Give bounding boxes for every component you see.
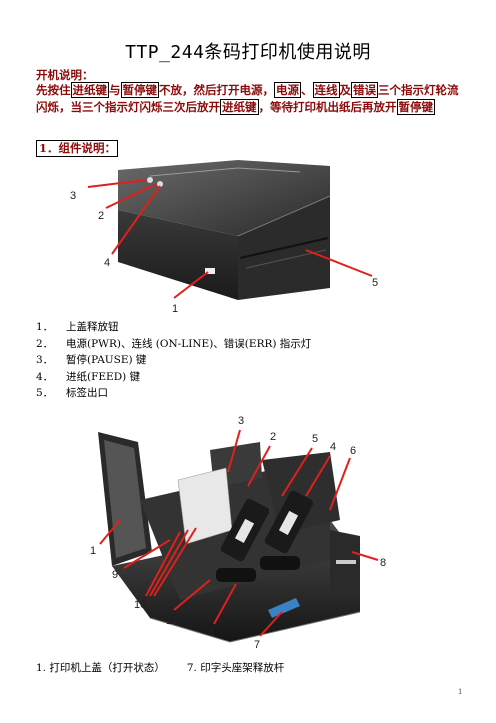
online-led-label: 连线 [312, 82, 340, 98]
pause-key-label-2: 暂停键 [396, 99, 435, 115]
legend-item-lid: 1. 打印机上盖（打开状态） [36, 662, 165, 674]
callout-2: 2 [98, 210, 104, 222]
feed-key-label: 进纸键 [70, 82, 109, 98]
list-item: 3．暂停(PAUSE) 键 [36, 354, 147, 366]
boot-text: 先按住 [36, 83, 71, 97]
page-title: TTP_244条码打印机使用说明 [0, 38, 496, 64]
title-model: TTP_244 [125, 42, 205, 63]
list-item: 4．进纸(FEED) 键 [36, 370, 141, 383]
boot-text: 、 [301, 83, 313, 97]
callout-1: 1 [172, 303, 178, 315]
boot-text: 及 [339, 83, 352, 97]
callout-3: 3 [70, 190, 76, 202]
feed-key-label-2: 进纸键 [220, 99, 259, 115]
power-led-label: 电源 [274, 82, 301, 98]
boot-instructions: 先按住进纸键与暂停键不放，然后打开电源，电源、连线及错误三个指示灯轮流闪烁，当三… [36, 82, 466, 116]
callout-6: 6 [350, 445, 356, 457]
callout-11: 11 [166, 615, 177, 627]
callout-3: 3 [238, 415, 244, 427]
title-text: 条码打印机使用说明 [204, 42, 371, 63]
callout-2: 2 [270, 431, 276, 443]
callout-4: 4 [330, 441, 336, 453]
list-item: 2．电源(PWR)、连线 (ON-LINE)、错误(ERR) 指示灯 [36, 337, 312, 350]
section-heading-components: 1．组件说明： [36, 140, 118, 157]
callout-10: 10 [134, 599, 146, 611]
list-item: 5．标签出口 [36, 387, 108, 399]
callout-5: 5 [372, 277, 378, 289]
callout-8: 8 [380, 557, 386, 569]
boot-text: 不放，然后打开电源， [159, 83, 274, 97]
callout-1: 1 [90, 545, 96, 557]
figure2-legend-row: 1. 打印机上盖（打开状态） 7. 印字头座架释放杆 [36, 660, 284, 675]
components-list: 1．上盖释放钮 2．电源(PWR)、连线 (ON-LINE)、错误(ERR) 指… [36, 319, 311, 402]
legend-item-lever: 7. 印字头座架释放杆 [186, 662, 285, 674]
boot-text: ，等待打印机出纸后再放开 [258, 100, 397, 114]
list-item: 1．上盖释放钮 [36, 321, 119, 333]
error-led-label: 错误 [351, 82, 378, 98]
boot-heading: 开机说明： [36, 68, 94, 82]
callout-4: 4 [104, 257, 110, 269]
page-number: 1 [458, 688, 463, 696]
callout-7: 7 [254, 639, 260, 651]
callout-5: 5 [312, 433, 318, 445]
callout-9: 9 [112, 569, 118, 581]
callout-4b: 4 [208, 627, 214, 639]
boot-text: 与 [109, 83, 121, 97]
pause-key-label: 暂停键 [120, 82, 159, 98]
boot-text: 三个指示灯轮流闪烁，当三个指示灯闪烁三次后放开 [36, 83, 459, 114]
